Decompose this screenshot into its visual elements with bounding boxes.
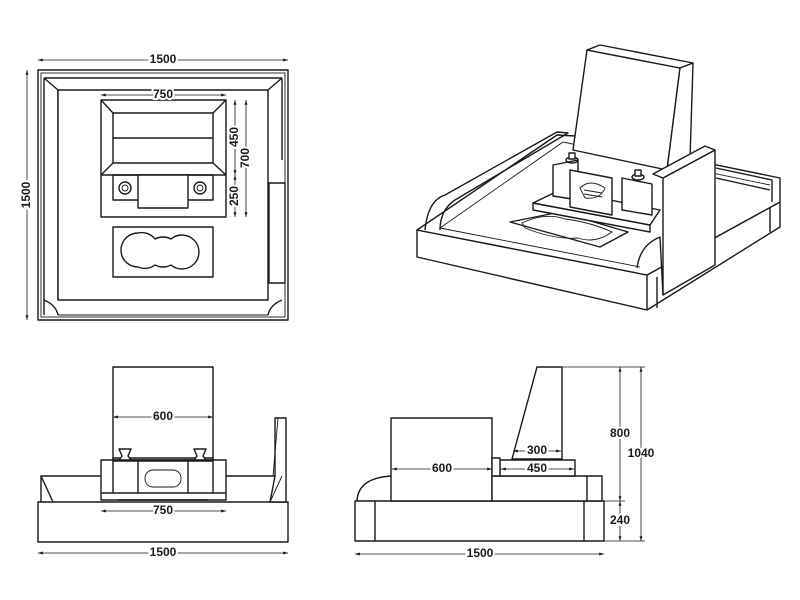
plan-knob-left [118,181,132,195]
plan-rail [43,77,283,315]
front-tablet-width-label: 600 [153,409,173,423]
plan-side-strip [268,182,286,284]
plan-monument-width-label: 750 [153,87,173,101]
iso-block-right [621,177,653,216]
plan-total-depth-label: 700 [238,148,252,168]
isometric-view [416,44,781,311]
plan-outer-frame [37,69,289,321]
side-view: 600 450 300 800 240 1040 1500 [354,366,657,562]
side-stone-height-label: 800 [610,426,630,440]
front-flower-window [144,469,182,488]
iso-center-block [569,169,613,216]
side-base-height-label: 240 [610,513,630,527]
side-block-width-label: 600 [432,461,452,475]
side-base-width-label: 1500 [467,546,494,560]
iso-tablet-front [572,49,681,171]
front-platform [100,459,227,501]
plan-flower-box [112,226,214,278]
side-stone-depth-label: 300 [527,443,547,457]
front-tablet [112,366,214,461]
side-base [354,500,605,542]
plan-upper-depth-label: 450 [227,127,241,147]
front-base [37,501,289,543]
plan-depth-label: 1500 [19,181,33,208]
side-rear-platform [491,475,603,502]
plan-width-label: 1500 [150,52,177,66]
front-platform-width-label: 750 [153,503,173,517]
front-base-width-label: 1500 [150,545,177,559]
plan-view: 1500 1500 750 450 250 700 [17,50,289,321]
side-total-height-label: 1040 [628,446,655,460]
plan-center-block [137,174,189,209]
front-knob-right [193,448,207,461]
side-front-block [390,417,493,502]
side-platform-depth-label: 450 [527,461,547,475]
front-knob-left [118,448,132,461]
front-view: 600 750 1500 [37,366,289,561]
plan-lower-depth-label: 250 [227,186,241,206]
plan-knob-right [193,181,207,195]
front-right-upright [269,417,287,503]
